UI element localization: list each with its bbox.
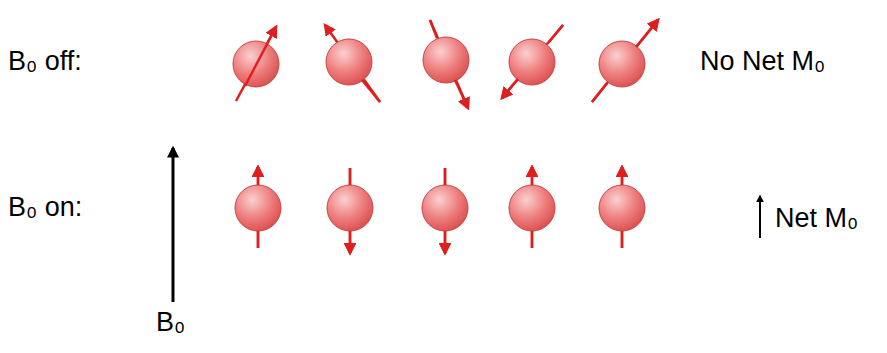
result-label: No Net M₀ [700, 47, 825, 77]
state-label: B₀ off: [8, 47, 82, 77]
result-label: Net M₀ [775, 204, 858, 234]
field-label: B₀ [156, 308, 185, 338]
magnetization-arrow [759, 196, 761, 238]
state-label: B₀ on: [8, 193, 82, 223]
aligned-spins [235, 167, 645, 253]
random-spins [233, 20, 658, 108]
field-arrow [172, 148, 175, 302]
